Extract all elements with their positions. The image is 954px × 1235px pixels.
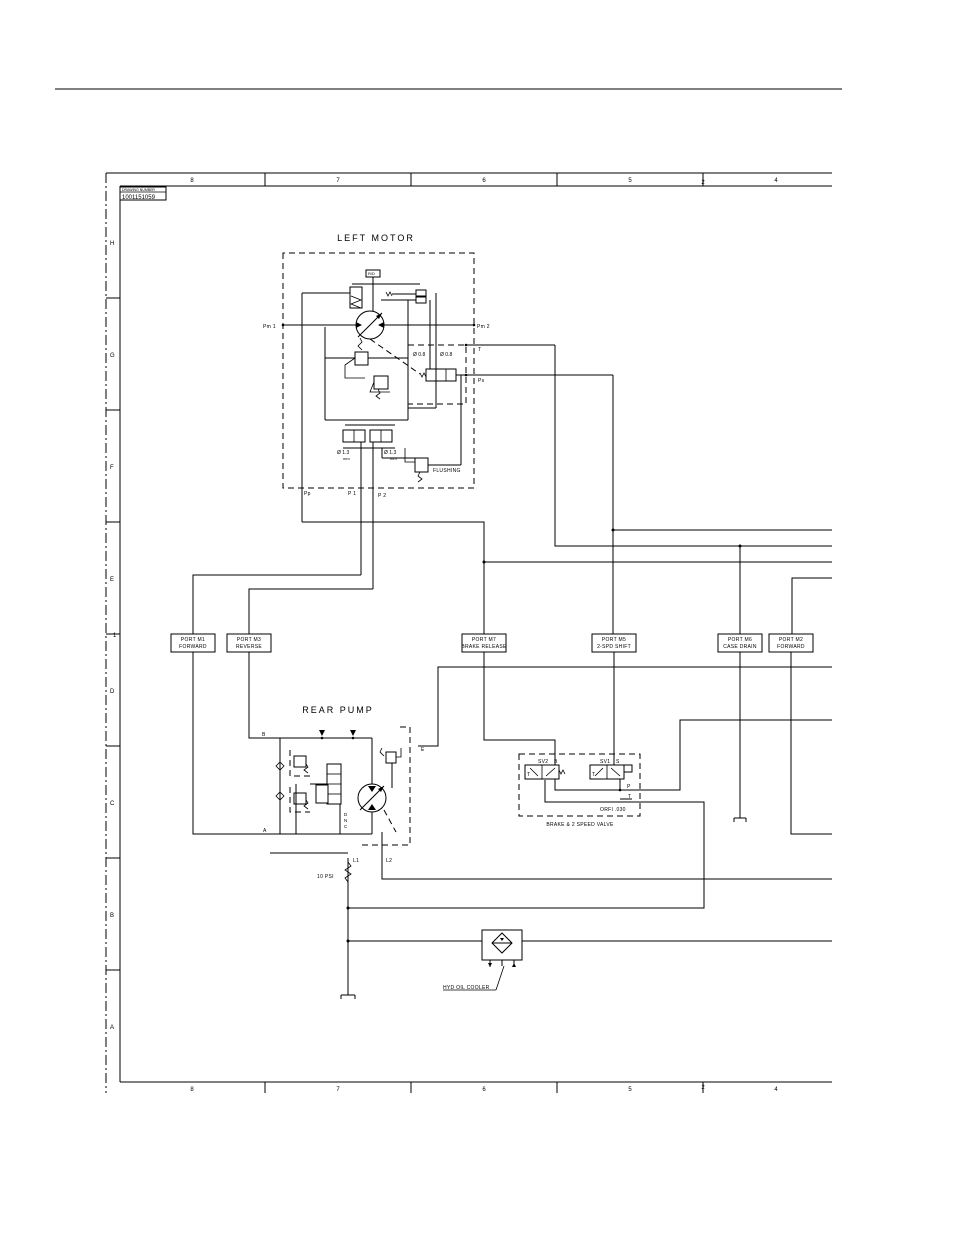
port-d-label: D [344, 812, 348, 817]
port-box-line2: FORWARD [179, 644, 207, 650]
port-box-line2: BRAKE RELEASE [461, 644, 507, 650]
column-label: 6 [482, 178, 486, 184]
port-box-line2: 2-SPD SHIFT [597, 644, 631, 650]
drawing-frame [105, 172, 832, 1093]
flushing-label: FLUSHING [433, 468, 461, 474]
port-m3-box: PORT M3 REVERSE [226, 633, 272, 653]
column-labels-top: 8 7 6 5 4 2 [190, 178, 778, 186]
port-m2-box: PORT M2 FORWARD [768, 633, 814, 653]
port-e-label: E [421, 747, 425, 753]
brake-two-speed-valve: SV2 B SV1 S P T T T ORFI .030 BRAKE & 2 … [518, 753, 641, 828]
row-label: F [110, 465, 114, 471]
relief-valve-lower [293, 792, 307, 805]
valve-b-label: B [554, 759, 558, 765]
port-m7-box: PORT M7 BRAKE RELEASE [461, 633, 507, 653]
row-label: A [110, 1025, 114, 1031]
rd-box-label: R/D [368, 271, 375, 276]
port-m6-box: PORT M6 CASE DRAIN [717, 633, 763, 653]
port-pm2-label: Pm 2 [477, 324, 490, 330]
column-label: 7 [336, 178, 340, 184]
drawing-number-label: DRAWING NUMBER [122, 188, 155, 192]
valve-orifice-label: ORFI .030 [600, 807, 626, 813]
port-p2-label: P 2 [378, 493, 386, 499]
drawing-number-block: DRAWING NUMBER 1001151059 [119, 186, 167, 201]
valve-s-label: S [616, 759, 620, 765]
lower-hydraulic-lines [192, 652, 832, 999]
sv1-label: SV1 [600, 759, 610, 765]
top-marker: 2 [701, 1085, 705, 1091]
relief-pressure-label: 10 PSI [317, 874, 334, 880]
port-n-label: N [344, 818, 347, 823]
row-label: G [110, 353, 115, 359]
port-m5-box: PORT M5 2-SPD SHIFT [591, 633, 637, 653]
port-l2-label: L2 [386, 858, 392, 864]
rear-pump-title: REAR PUMP [302, 705, 374, 715]
flushing-valve [414, 457, 429, 473]
port-l1-label: L1 [353, 858, 359, 864]
port-b-label: B [262, 732, 266, 738]
port-box-line1: PORT M1 [181, 637, 205, 643]
orifice-left-unit: mm [343, 456, 350, 461]
left-motor-assembly: Pm 1 Pm 2 R/D [263, 252, 613, 589]
sv2-label: SV2 [538, 759, 548, 765]
port-pm1-label: Pm 1 [263, 324, 276, 330]
port-c-label: C [344, 824, 348, 829]
port-box-line2: CASE DRAIN [723, 644, 757, 650]
port-box-line1: PORT M2 [779, 637, 803, 643]
column-label: 7 [336, 1087, 340, 1093]
orifice-top-2: Ø 0.8 [440, 352, 452, 358]
port-p1-label: P 1 [348, 491, 356, 497]
valve-p-label: P [627, 784, 631, 790]
port-t-label: T [478, 347, 481, 353]
port-box-line1: PORT M5 [602, 637, 626, 643]
drawing-number-value: 1001151059 [122, 195, 156, 201]
row-label: E [110, 577, 114, 583]
column-label: 5 [628, 178, 632, 184]
port-a-label: A [263, 828, 267, 834]
left-motor-title: LEFT MOTOR [337, 233, 415, 243]
column-label: 5 [628, 1087, 632, 1093]
column-label: 8 [190, 1087, 194, 1093]
port-box-line1: PORT M3 [237, 637, 261, 643]
hydraulic-oil-cooler: HYD OIL COOLER [443, 929, 523, 991]
row-label: C [110, 801, 115, 807]
shuttle-valve [425, 368, 457, 382]
orifice-left-label: Ø 1.3 [337, 450, 349, 456]
port-ps-label: Ps [478, 378, 485, 384]
relief-valve-upper [293, 755, 307, 768]
orifice-top-1: Ø 0.8 [413, 352, 425, 358]
port-label-boxes: PORT M1 FORWARD PORT M3 REVERSE PORT M7 … [170, 633, 814, 653]
brake-valve-label: BRAKE & 2 SPEED VALVE [546, 822, 614, 828]
port-box-line2: REVERSE [236, 644, 262, 650]
row-label: B [110, 913, 114, 919]
valve-t2-label: T [592, 772, 595, 778]
oil-cooler-label: HYD OIL COOLER [443, 985, 490, 991]
row-label: D [110, 689, 115, 695]
top-marker: 2 [701, 180, 705, 186]
column-label: 6 [482, 1087, 486, 1093]
port-box-line1: PORT M6 [728, 637, 752, 643]
row-labels: H G F E D C B A 1 [110, 241, 117, 1031]
port-box-line2: FORWARD [777, 644, 805, 650]
valve-t1-label: T [527, 772, 530, 778]
port-pp-label: Pp [304, 491, 311, 497]
side-marker: 1 [113, 633, 117, 639]
hydraulic-lines [192, 345, 832, 634]
valve-t3-label: T [628, 794, 631, 800]
orifice-right-label: Ø 1.3 [384, 450, 396, 456]
column-label: 8 [190, 178, 194, 184]
port-box-line1: PORT M7 [472, 637, 496, 643]
column-label: 4 [774, 178, 778, 184]
column-label: 4 [774, 1087, 778, 1093]
row-label: H [110, 241, 114, 247]
port-m1-box: PORT M1 FORWARD [170, 633, 216, 653]
column-labels-bottom: 8 7 6 5 4 2 [190, 1085, 778, 1093]
rear-pump-assembly: B A E D N C L1 L2 10 PSI [262, 726, 425, 883]
